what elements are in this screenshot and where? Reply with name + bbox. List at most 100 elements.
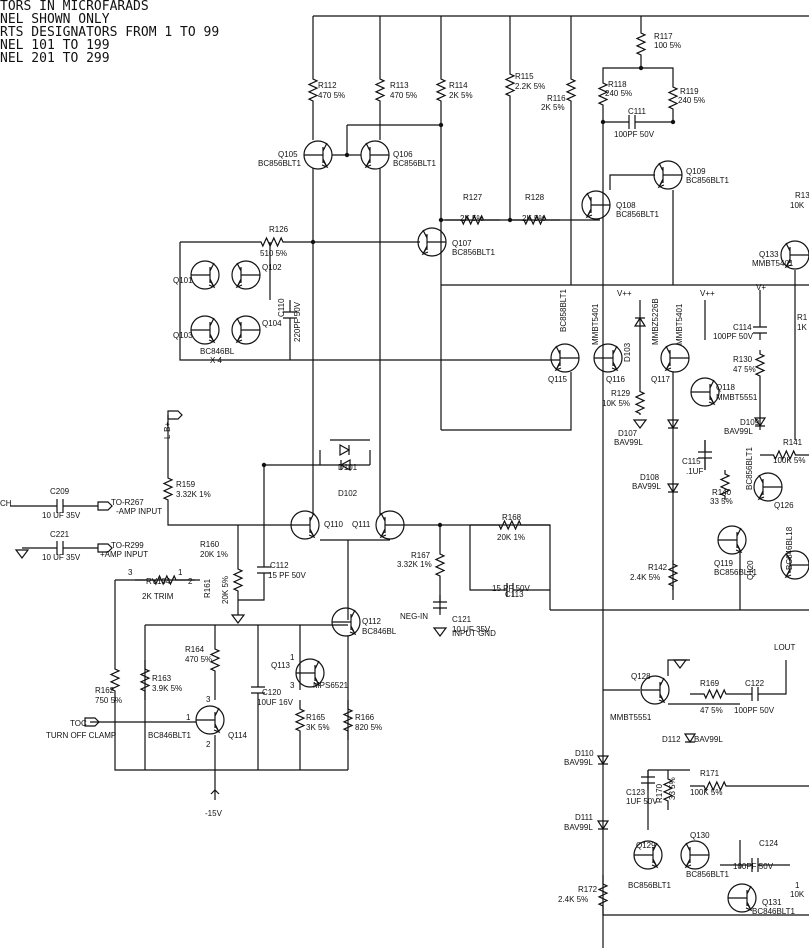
resistor-zigzag [760, 449, 809, 461]
r113-ref: R113 [390, 81, 409, 90]
r113-value: 470 5% [390, 91, 417, 100]
resistor-zigzag [109, 660, 121, 700]
d111-part: BAV99L [564, 823, 593, 832]
r159 [162, 470, 174, 508]
c113-ref: C113 [505, 590, 524, 599]
capacitor-plates [433, 595, 447, 615]
r118 [597, 78, 609, 110]
fragment-1k: 1K [797, 323, 807, 332]
d108-part: BAV99L [632, 482, 661, 491]
transistor-arrow [379, 531, 387, 539]
r168 [470, 519, 550, 531]
q114-part: BC846BLT1 [148, 731, 192, 740]
q126-part: BC856BLT1 [745, 446, 754, 490]
r114-value: 2K 5% [449, 91, 473, 100]
fragment-r13: R13 [795, 191, 809, 200]
q119-ref: Q119 [714, 559, 734, 568]
c111-value: 100PF 50V [614, 130, 655, 139]
transistor-arrow [208, 336, 216, 344]
resistor-zigzag [294, 700, 306, 740]
transistor-leads [785, 552, 809, 578]
transistor-arrow [735, 546, 743, 554]
resistor-zigzag [139, 660, 151, 700]
r167 [434, 550, 446, 580]
q120-ref: Q120 [746, 560, 755, 580]
transistor-leads [728, 885, 752, 911]
r163 [139, 660, 151, 700]
transistor-arrow [611, 364, 619, 372]
q133-part: MMBT5401 [752, 259, 794, 268]
q118-ref: Q118 [716, 383, 736, 392]
transistor-leads [758, 474, 782, 500]
q107-part: BC856BLT1 [452, 248, 496, 257]
q104-ref: Q104 [262, 319, 282, 328]
transistor-leads [691, 379, 715, 405]
rv104-ref: RV104 [146, 577, 171, 586]
resistor-zigzag [565, 72, 577, 108]
c113-value: 15 PF 50V [492, 584, 530, 593]
q130-part: BC856BLT1 [686, 870, 730, 879]
junction-dot [438, 122, 444, 128]
r162-ref: R162 [95, 686, 115, 695]
r163-ref: R163 [152, 674, 172, 683]
d111 [596, 820, 610, 831]
transistor-leads [422, 229, 446, 255]
wire [609, 174, 655, 190]
q107-ref: Q107 [452, 239, 472, 248]
wire [332, 125, 348, 156]
c114 [753, 320, 767, 340]
q112 [331, 607, 361, 637]
r140-value: 33 5% [710, 497, 733, 506]
to-r299-connector [97, 543, 113, 553]
r127 [445, 214, 500, 226]
d110 [596, 755, 610, 766]
d109-part: BAV99L [724, 427, 753, 436]
r115 [504, 70, 516, 100]
r170-ref: R170 [655, 783, 664, 803]
r169-ref: R169 [700, 679, 720, 688]
v-plus-label: V+ [756, 283, 766, 292]
resistor-zigzag [510, 214, 560, 226]
gnd-r160 [230, 614, 246, 624]
q118-part: MMBT5551 [716, 393, 758, 402]
r172-value: 2.4K 5% [558, 895, 588, 904]
r166-value: 820 5% [355, 723, 382, 732]
q116-part: MMBT5401 [591, 303, 600, 345]
v-plus-plus-a: V++ [617, 289, 632, 298]
transistor-leads [380, 512, 404, 538]
q107 [417, 227, 447, 257]
d110-ref: D110 [575, 749, 594, 758]
r119-ref: R119 [680, 87, 699, 96]
c112-value: 15 PF 50V [268, 571, 306, 580]
transistor-arrow [657, 181, 665, 189]
q109-ref: Q109 [686, 167, 706, 176]
wire [667, 659, 690, 676]
transistor-arrow [784, 571, 792, 579]
r117-value: 100 5% [654, 41, 681, 50]
c120-value: 10UF 16V [257, 698, 294, 707]
transistor-leads [236, 317, 260, 343]
r118-ref: R118 [608, 80, 627, 89]
capacitor-plates [720, 858, 790, 872]
d109-ref: D109 [740, 418, 760, 427]
r116-value: 2K 5% [541, 103, 565, 112]
resistor-zigzag [374, 70, 386, 110]
transistor-arrow [313, 679, 321, 687]
q112-ref: Q112 [362, 617, 382, 626]
resistor-zigzag [504, 70, 516, 100]
q129-ref: Q129 [636, 841, 656, 850]
diode-symbol [666, 483, 680, 494]
r119-value: 240 5% [678, 96, 705, 105]
q115-ref: Q115 [548, 375, 568, 384]
ground-symbol [14, 549, 30, 559]
junction-dot [344, 152, 350, 158]
amp-input-neg-label: -AMP INPUT [116, 507, 162, 516]
diode-symbol [596, 820, 610, 831]
transistor-leads [658, 162, 682, 188]
d112-ref: D112 [662, 735, 681, 744]
capacitor-plates [50, 499, 70, 513]
r169-value: 47 5% [700, 706, 723, 715]
resistor-zigzag [597, 78, 609, 110]
q109 [653, 160, 683, 190]
transistor-leads [586, 192, 610, 218]
